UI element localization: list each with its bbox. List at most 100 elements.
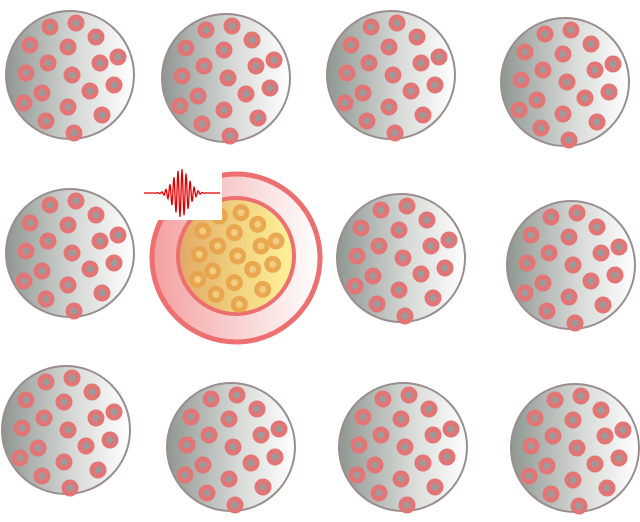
particle bbox=[368, 295, 386, 313]
particle bbox=[532, 119, 550, 137]
particle bbox=[396, 438, 414, 456]
particle bbox=[380, 38, 398, 56]
particle bbox=[534, 274, 552, 292]
particle bbox=[65, 302, 83, 320]
particle bbox=[91, 54, 109, 72]
particle bbox=[198, 484, 216, 502]
particle bbox=[190, 245, 208, 263]
particle bbox=[398, 197, 416, 215]
particle bbox=[348, 247, 366, 265]
cell-r3-c2 bbox=[166, 382, 296, 514]
particle bbox=[614, 421, 632, 439]
particle bbox=[91, 232, 109, 250]
particle bbox=[89, 461, 107, 479]
particle bbox=[232, 204, 250, 222]
particle bbox=[219, 69, 237, 87]
cell-r2-c3 bbox=[336, 193, 466, 325]
particle bbox=[243, 31, 261, 49]
particle bbox=[229, 247, 247, 265]
particle bbox=[384, 66, 402, 84]
cell-r3-c4 bbox=[510, 383, 640, 515]
particle bbox=[402, 82, 420, 100]
particle bbox=[398, 496, 416, 514]
particle bbox=[29, 439, 47, 457]
particle bbox=[176, 466, 194, 484]
particle bbox=[173, 67, 191, 85]
particle bbox=[63, 244, 81, 262]
particle bbox=[564, 256, 582, 274]
particle bbox=[17, 242, 35, 260]
particle bbox=[390, 221, 408, 239]
particle bbox=[226, 496, 244, 514]
particle bbox=[354, 408, 372, 426]
particle bbox=[39, 232, 57, 250]
particle bbox=[568, 439, 586, 457]
particle bbox=[220, 470, 238, 488]
particle bbox=[254, 280, 272, 298]
particle bbox=[55, 393, 73, 411]
particle bbox=[360, 54, 378, 72]
particle bbox=[414, 106, 432, 124]
particle bbox=[558, 73, 576, 91]
particle bbox=[221, 127, 239, 145]
particle bbox=[392, 470, 410, 488]
particle bbox=[171, 97, 189, 115]
particle bbox=[15, 94, 33, 112]
particle bbox=[63, 369, 81, 387]
particle bbox=[59, 276, 77, 294]
particle bbox=[554, 45, 572, 63]
particle bbox=[21, 36, 39, 54]
particle bbox=[386, 124, 404, 142]
particle bbox=[178, 436, 196, 454]
particle bbox=[33, 262, 51, 280]
particle bbox=[224, 438, 242, 456]
particle bbox=[37, 290, 55, 308]
particle bbox=[348, 466, 366, 484]
cell-r3-c1 bbox=[1, 365, 131, 497]
particle bbox=[510, 101, 528, 119]
particle bbox=[93, 106, 111, 124]
cell-r1-c4 bbox=[500, 17, 630, 149]
particle bbox=[194, 456, 212, 474]
particle bbox=[177, 39, 195, 57]
particle bbox=[248, 400, 266, 418]
particle bbox=[87, 28, 105, 46]
cell-r2-c1 bbox=[5, 188, 135, 320]
particle bbox=[59, 98, 77, 116]
particle bbox=[59, 38, 77, 56]
particle bbox=[366, 456, 384, 474]
particle bbox=[586, 61, 604, 79]
particle bbox=[270, 420, 288, 438]
particle bbox=[520, 467, 538, 485]
particle bbox=[358, 112, 376, 130]
particle bbox=[202, 390, 220, 408]
particle bbox=[61, 479, 79, 497]
particle bbox=[594, 296, 612, 314]
particle bbox=[370, 237, 388, 255]
particle bbox=[562, 21, 580, 39]
particle bbox=[204, 262, 222, 280]
particle bbox=[83, 383, 101, 401]
particle bbox=[596, 427, 614, 445]
particle bbox=[249, 109, 267, 127]
particle bbox=[610, 449, 628, 467]
particle bbox=[254, 478, 272, 496]
particle bbox=[41, 18, 59, 36]
particle bbox=[223, 17, 241, 35]
particle bbox=[77, 437, 95, 455]
particle bbox=[252, 426, 270, 444]
particle bbox=[41, 196, 59, 214]
particle bbox=[610, 238, 628, 256]
particle bbox=[534, 61, 552, 79]
particle bbox=[55, 453, 73, 471]
cell-r1-c1 bbox=[5, 10, 135, 142]
particle bbox=[564, 411, 582, 429]
particle bbox=[392, 410, 410, 428]
particle bbox=[244, 260, 262, 278]
particle bbox=[194, 222, 212, 240]
particle bbox=[388, 14, 406, 32]
particle bbox=[364, 267, 382, 285]
particle bbox=[265, 51, 283, 69]
particle bbox=[424, 289, 442, 307]
